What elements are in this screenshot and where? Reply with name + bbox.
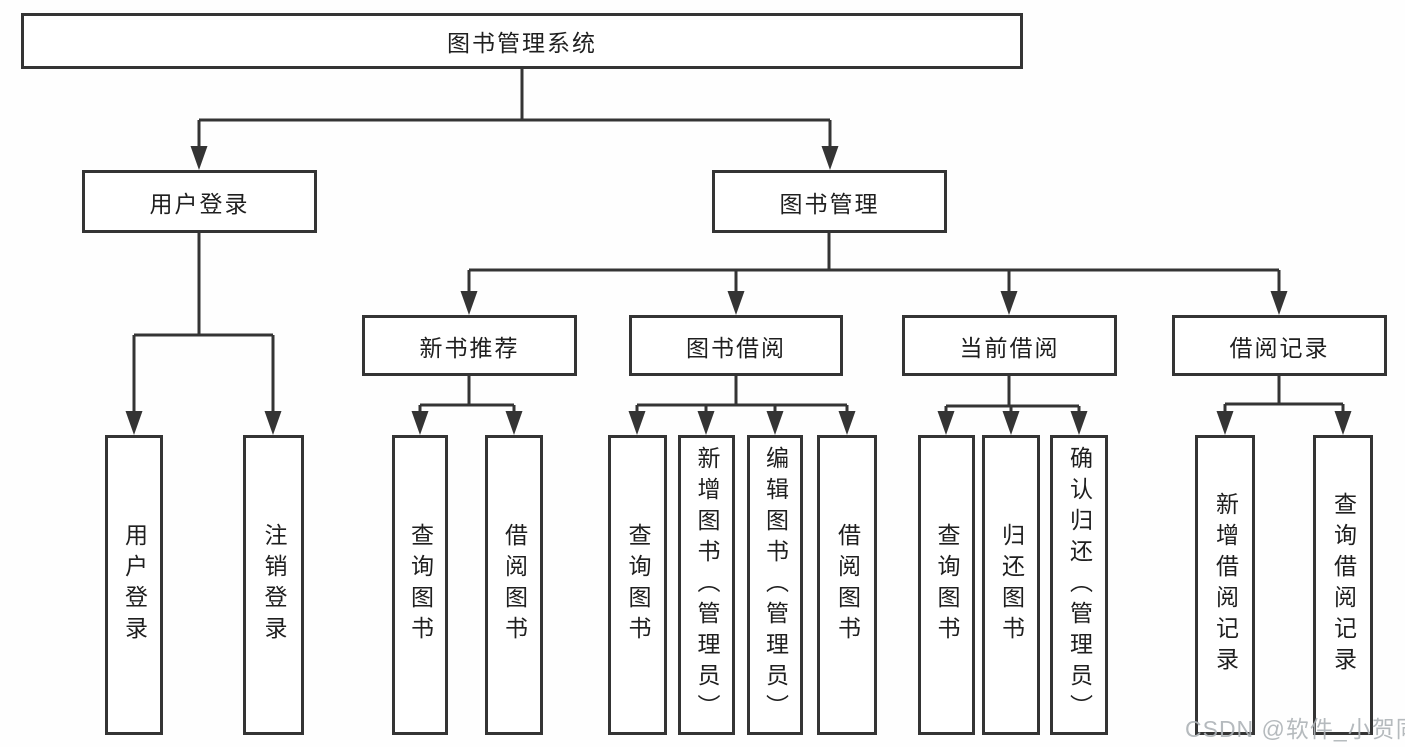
- arrowhead-icon: [505, 411, 523, 435]
- node-label-leaf-borrow-books-rec: 借阅图书: [501, 523, 528, 647]
- node-library-management-system: 图书管理系统: [21, 13, 1023, 69]
- node-label-user-login: 用户登录: [149, 190, 250, 217]
- arrowhead-icon: [460, 291, 478, 315]
- arrowhead-icon: [264, 411, 282, 435]
- connector-from-book-borrowing: [635, 376, 849, 413]
- node-label-leaf-logout: 注销登录: [261, 523, 287, 647]
- arrowhead-icon: [1070, 411, 1088, 435]
- arrowhead-icon: [1216, 411, 1234, 435]
- connector-from-user-login: [132, 233, 275, 413]
- arrowhead-icon: [628, 411, 646, 435]
- node-leaf-edit-book-admin: 编辑图书（管理员）: [747, 435, 803, 735]
- arrowhead-icon: [821, 146, 839, 170]
- arrowhead-icon: [1002, 411, 1020, 435]
- node-label-borrowing-records: 借阅记录: [1229, 334, 1330, 361]
- node-label-leaf-user-login: 用户登录: [121, 523, 148, 647]
- arrowhead-icon: [697, 411, 715, 435]
- node-leaf-return-books: 归还图书: [982, 435, 1040, 735]
- node-leaf-query-books-current: 查询图书: [918, 435, 975, 735]
- node-label-leaf-add-book-admin: 新增图书（管理员）: [694, 445, 720, 725]
- arrowhead-icon: [125, 411, 143, 435]
- node-borrowing-records: 借阅记录: [1172, 315, 1387, 376]
- arrowhead-icon: [766, 411, 784, 435]
- connector-from-current-borrowing: [944, 376, 1081, 413]
- arrowhead-icon: [1000, 291, 1018, 315]
- node-label-leaf-return-books: 归还图书: [998, 523, 1025, 647]
- node-user-login: 用户登录: [82, 170, 317, 233]
- node-book-borrowing: 图书借阅: [629, 315, 843, 376]
- node-label-leaf-add-borrow-record: 新增借阅记录: [1212, 492, 1239, 678]
- arrowhead-icon: [727, 291, 745, 315]
- connector-from-borrowing-records: [1223, 376, 1345, 413]
- node-book-management: 图书管理: [712, 170, 947, 233]
- node-label-leaf-confirm-return-admin: 确认归还（管理员）: [1066, 445, 1093, 725]
- arrowhead-icon: [190, 146, 208, 170]
- node-label-book-borrowing: 图书借阅: [686, 334, 786, 361]
- node-label-library-management-system: 图书管理系统: [447, 30, 597, 56]
- connector-from-library-management-system: [197, 69, 832, 148]
- node-label-leaf-query-books-rec: 查询图书: [407, 523, 434, 647]
- node-current-borrowing: 当前借阅: [902, 315, 1117, 376]
- node-label-leaf-edit-book-admin: 编辑图书（管理员）: [762, 445, 789, 725]
- node-leaf-confirm-return-admin: 确认归还（管理员）: [1050, 435, 1108, 735]
- node-leaf-logout: 注销登录: [243, 435, 304, 735]
- node-label-current-borrowing: 当前借阅: [959, 334, 1060, 361]
- node-leaf-user-login: 用户登录: [105, 435, 163, 735]
- node-leaf-query-books-borrow: 查询图书: [608, 435, 667, 735]
- node-leaf-add-book-admin: 新增图书（管理员）: [678, 435, 735, 735]
- arrowhead-icon: [1334, 411, 1352, 435]
- arrowhead-icon: [1270, 291, 1288, 315]
- node-leaf-query-books-rec: 查询图书: [392, 435, 448, 735]
- node-label-new-book-recommendation: 新书推荐: [419, 334, 520, 361]
- node-label-leaf-query-borrow-record: 查询借阅记录: [1330, 492, 1357, 678]
- node-label-book-management: 图书管理: [779, 190, 880, 217]
- node-new-book-recommendation: 新书推荐: [362, 315, 577, 376]
- node-leaf-query-borrow-record: 查询借阅记录: [1313, 435, 1373, 735]
- node-label-leaf-query-books-borrow: 查询图书: [625, 523, 651, 647]
- node-leaf-borrow-books: 借阅图书: [817, 435, 877, 735]
- node-leaf-borrow-books-rec: 借阅图书: [485, 435, 543, 735]
- arrowhead-icon: [937, 411, 955, 435]
- watermark: CSDN @软件_小贺同学: [1185, 716, 1405, 742]
- arrowhead-icon: [411, 411, 429, 435]
- connector-from-new-book-recommendation: [418, 376, 516, 413]
- arrowhead-icon: [838, 411, 856, 435]
- connector-from-book-management: [467, 233, 1281, 293]
- node-label-leaf-query-books-current: 查询图书: [934, 523, 960, 647]
- node-label-leaf-borrow-books: 借阅图书: [834, 523, 861, 647]
- node-leaf-add-borrow-record: 新增借阅记录: [1195, 435, 1255, 735]
